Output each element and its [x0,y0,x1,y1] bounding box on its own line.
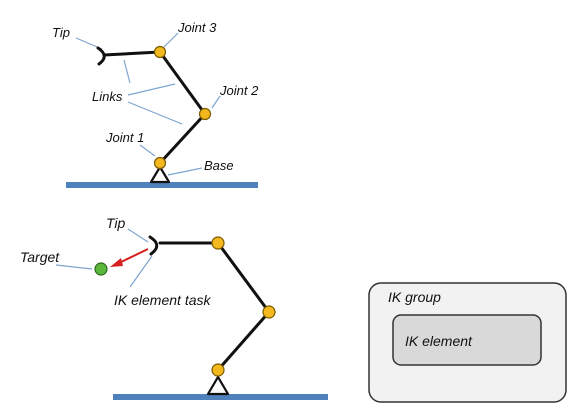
joint2-leader-line [211,95,221,109]
bottom-link-joint-base [216,310,271,372]
bottom-joint-upper-icon [211,236,225,250]
top-joint1-icon [153,156,167,170]
top-links [102,50,207,165]
top-link-joint3-joint2 [158,50,207,116]
joint1-label: Joint 1 [105,130,144,145]
joint1-leader-line [139,144,156,157]
bottom-gripper-tip-icon [148,235,159,256]
top-tip-label: Tip [52,25,70,40]
bottom-joint-middle-icon [262,305,276,319]
ik-element-label: IK element [405,333,473,349]
base-label: Base [204,158,234,173]
bottom-tip-label: Tip [106,215,126,231]
joint2-label: Joint 2 [219,83,259,98]
bottom-leader-lines [55,228,153,288]
links-label: Links [92,89,123,104]
ik-task-arrow-icon [110,248,149,267]
links-leader-line-2 [127,83,176,96]
ik-element-task-label: IK element task [114,292,211,308]
top-kinematic-chain: Tip Joint 3 Links Joint 2 Joint 1 Base [52,20,259,188]
links-leader-line-1 [123,59,131,84]
joint3-leader-line [163,32,179,48]
target-leader-line [55,264,93,270]
top-base-triangle-icon [149,165,171,184]
top-link-tip-joint3 [102,50,162,57]
top-link-joint2-joint1 [158,112,207,165]
bottom-link-joint-joint [216,241,271,314]
base-leader-line [167,167,203,176]
bottom-joint-lower-icon [211,363,225,377]
target-label: Target [20,249,60,265]
bottom-links [158,241,271,372]
joint3-label: Joint 3 [177,20,217,35]
ik-group-box: IK group IK element [368,282,567,403]
bottom-tip-leader-line [127,228,149,243]
top-gripper-tip-icon [96,46,106,66]
links-leader-line-3 [127,101,183,125]
bottom-base-triangle-icon [206,375,230,396]
bottom-ground-bar [113,394,328,400]
target-dot-icon [94,262,108,276]
ik-element-rect [392,314,542,366]
top-joint3-icon [153,45,167,59]
ik-group-label: IK group [388,289,441,305]
bottom-kinematic-chain: Tip Target IK element task [20,215,328,400]
top-ground-bar [66,182,258,188]
top-joint2-icon [198,107,212,121]
ik-task-leader-line [129,255,153,288]
